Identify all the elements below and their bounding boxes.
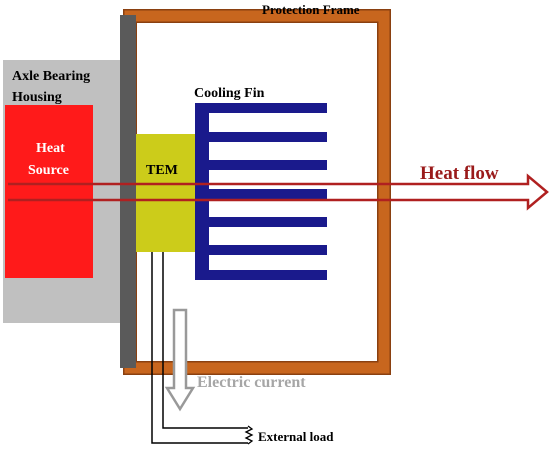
- heat-source: [5, 105, 93, 278]
- axle-bearing-housing-label-line1: Axle Bearing: [12, 69, 90, 84]
- cooling-fin: [195, 103, 327, 280]
- axle-bearing-housing-label-line2: Housing: [12, 90, 62, 105]
- heat-source-label-line2: Source: [28, 163, 69, 178]
- tem-module: [136, 134, 196, 252]
- housing-wall: [120, 15, 136, 368]
- external-load-wires: [151, 252, 248, 444]
- electric-current-arrow: [164, 308, 196, 412]
- cooling-fin-label: Cooling Fin: [194, 86, 265, 101]
- tem-label: TEM: [146, 163, 178, 178]
- heat-flow-label: Heat flow: [420, 163, 499, 184]
- heat-flow-arrow: [8, 173, 549, 211]
- resistor-zigzag-icon: [244, 425, 254, 445]
- heat-source-label-line1: Heat: [36, 141, 65, 156]
- electric-current-label: Electric current: [197, 374, 306, 391]
- external-load-label: External load: [258, 429, 334, 444]
- protection-frame-label: Protection Frame: [262, 2, 360, 17]
